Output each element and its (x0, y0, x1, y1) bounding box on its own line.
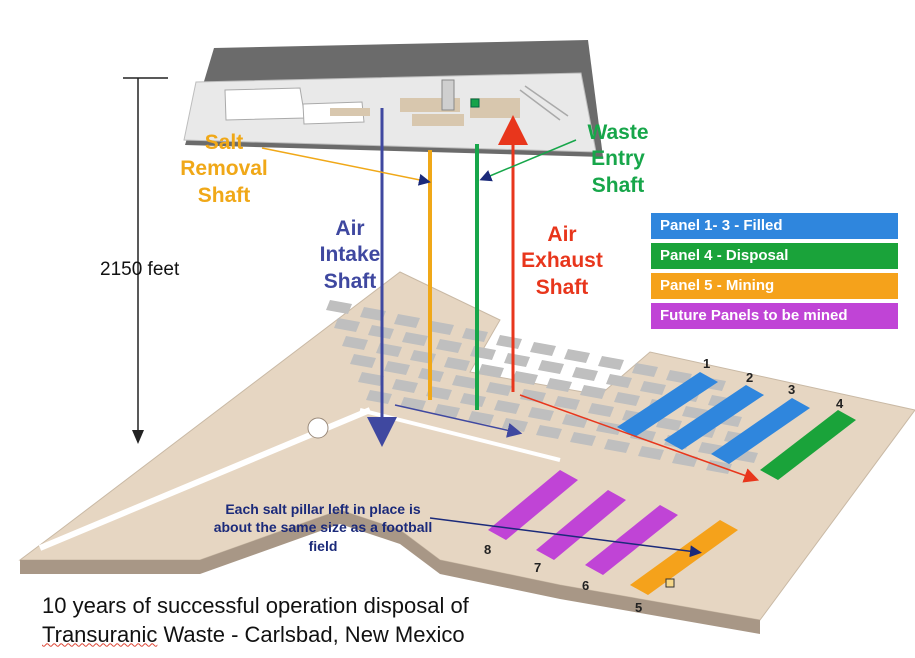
salt-callout-line (261, 147, 431, 186)
salt-pillar (334, 318, 360, 332)
salt-pillar (504, 353, 530, 367)
salt-pillar (494, 400, 520, 414)
pillar-note: Each salt pillar left in place is about … (213, 501, 433, 554)
salt-pillar (536, 425, 562, 439)
legend-item-mining: Panel 5 - Mining (651, 273, 898, 299)
salt-pillar (572, 367, 598, 381)
exhaust-flow-arrow (519, 394, 760, 483)
panel-number-6: 6 (582, 578, 590, 593)
shafts (261, 108, 760, 558)
salt-pillar (512, 371, 538, 385)
salt-pillar (402, 332, 428, 346)
salt-pillar (614, 392, 640, 406)
salt-pillar (564, 349, 590, 363)
panel-legend: Panel 1- 3 - Filled Panel 4 - Disposal P… (651, 213, 898, 333)
salt-pillar (530, 342, 556, 356)
salt-pillar (638, 446, 664, 460)
salt-pillar (604, 439, 630, 453)
salt-pillar (358, 372, 384, 386)
legend-item-future: Future Panels to be mined (651, 303, 898, 329)
salt-pillar (478, 364, 504, 378)
salt-pillar (486, 382, 512, 396)
caption-line-2: Transuranic Waste - Carlsbad, New Mexico (42, 621, 465, 647)
salt-pillar (554, 396, 580, 410)
salt-pillar (444, 357, 470, 371)
salt-pillar (468, 411, 494, 425)
salt-pillar (666, 370, 692, 384)
salt-pillar (326, 300, 352, 314)
salt-pillar (360, 307, 386, 321)
salt-pillar (436, 339, 462, 353)
caption: 10 years of successful operation disposa… (42, 592, 469, 649)
salt-pillar (546, 378, 572, 392)
salt-pillar (366, 390, 392, 404)
panel-number-2: 2 (746, 370, 754, 385)
repository-floor (18, 271, 915, 634)
salt-pillar (426, 386, 452, 400)
salt-pillar (350, 354, 376, 368)
panels-1-3-filled (617, 372, 810, 464)
salt-pillar (640, 381, 666, 395)
legend-item-filled: Panel 1- 3 - Filled (651, 213, 898, 239)
depth-indicator (123, 77, 168, 444)
air-flow-arrow (394, 404, 523, 438)
salt-pillar (394, 314, 420, 328)
panel-4-disposal (760, 410, 856, 480)
salt-pillar (496, 335, 522, 349)
salt-pillar (580, 385, 606, 399)
salt-pillar (342, 336, 368, 350)
salt-pillar (528, 407, 554, 421)
salt-pillar (384, 361, 410, 375)
panel-number-7: 7 (534, 560, 542, 575)
panel-number-5: 5 (635, 600, 643, 615)
salt-pillar (460, 393, 486, 407)
salt-pillar (656, 417, 682, 431)
panel-number-3: 3 (788, 382, 796, 397)
waste-callout-line (479, 139, 577, 182)
depth-label: 2150 feet (100, 259, 180, 280)
salt-pillar (598, 356, 624, 370)
salt-pillar (588, 403, 614, 417)
salt-pillar (570, 432, 596, 446)
panel-number-4: 4 (836, 396, 844, 411)
note-callout-line (429, 517, 702, 558)
salt-pillar (632, 363, 658, 377)
salt-pillar (606, 374, 632, 388)
legend-item-disposal: Panel 4 - Disposal (651, 243, 898, 269)
caption-line-1: 10 years of successful operation disposa… (42, 593, 469, 618)
salt-pillar (452, 375, 478, 389)
panel-5-mining (630, 520, 738, 595)
panel-number-1: 1 (703, 356, 711, 371)
panel-number-8: 8 (484, 542, 492, 557)
salt-pillar (538, 360, 564, 374)
salt-pillar (392, 379, 418, 393)
salt-pillar (428, 321, 454, 335)
future-panels (488, 470, 678, 575)
salt-pillar (520, 389, 546, 403)
